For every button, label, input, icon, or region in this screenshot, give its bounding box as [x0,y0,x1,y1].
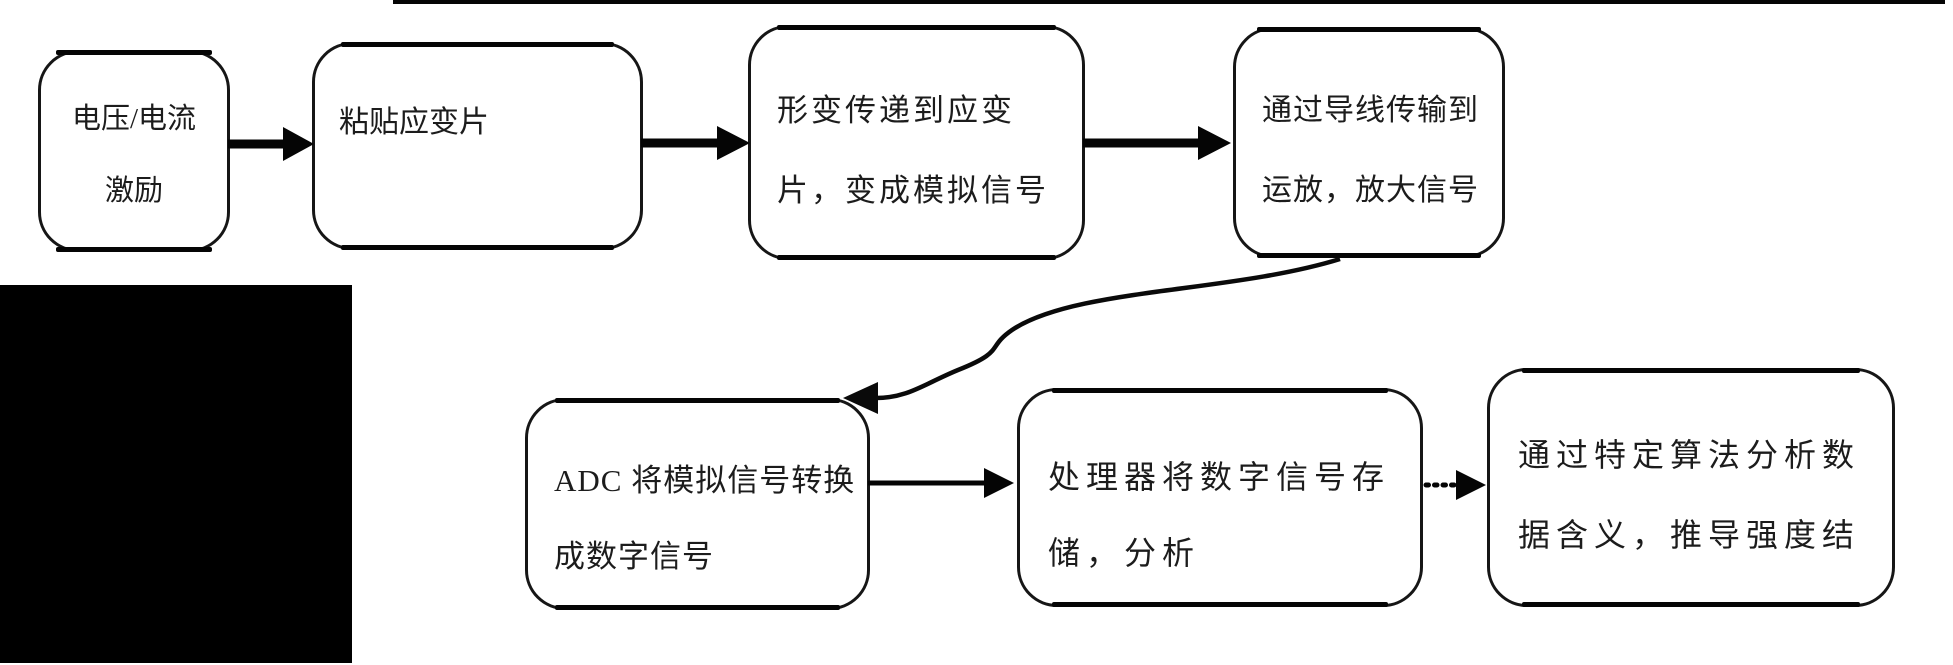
node-processor-store: 处理器将数字信号存 储，分析 [1017,388,1423,607]
node-algorithm-analyze: 通过特定算法分析数 据含义，推导强度结 [1487,368,1895,607]
node-deformation-to-gauge: 形变传递到应变 片，变成模拟信号 [748,25,1085,260]
node-text-line: 通过特定算法分析数 [1518,437,1861,473]
node-text-line: 成数字信号 [554,539,714,574]
node-adc-convert: ADC 将模拟信号转换 成数字信号 [525,398,870,610]
node-text-line: 通过导线传输到 [1262,94,1479,127]
arrow-excitation-to-gauge [228,127,314,161]
arrow-adc-to-processor [868,468,1014,498]
arrow-processor-to-algorithm-dotted [1423,470,1486,500]
node-text-line: 电压/电流 [71,103,197,135]
node-text-line: 形变传递到应变 [777,93,1015,128]
node-text-line: 处理器将数字信号存 [1048,459,1391,495]
node-text: 电压/电流 激励 [41,53,227,227]
black-redaction-block [0,285,352,663]
node-text: ADC 将模拟信号转换 成数字信号 [528,401,867,595]
node-text: 通过特定算法分析数 据含义，推导强度结 [1490,371,1892,575]
node-text: 通过导线传输到 运放，放大信号 [1236,30,1502,231]
top-border-line [393,0,1945,4]
node-text-line: 粘贴应变片 [339,106,489,139]
node-text-line: 片，变成模拟信号 [777,173,1049,208]
node-text: 形变传递到应变 片，变成模拟信号 [751,28,1082,231]
node-text-line: 激励 [104,175,163,207]
node-text-line: 储，分析 [1048,535,1201,571]
node-wire-to-opamp: 通过导线传输到 运放，放大信号 [1233,27,1505,258]
node-text-line: 运放，放大信号 [1262,174,1479,207]
node-text-line: ADC 将模拟信号转换 [554,463,856,498]
arrow-gauge-to-deformation [641,126,750,160]
node-text-line: 据含义，推导强度结 [1518,517,1861,553]
node-text: 粘贴应变片 [315,45,640,153]
node-excitation: 电压/电流 激励 [38,50,230,252]
node-attach-strain-gauge: 粘贴应变片 [312,42,643,250]
node-text: 处理器将数字信号存 储，分析 [1020,391,1420,591]
arrow-deformation-to-opamp [1083,126,1231,160]
